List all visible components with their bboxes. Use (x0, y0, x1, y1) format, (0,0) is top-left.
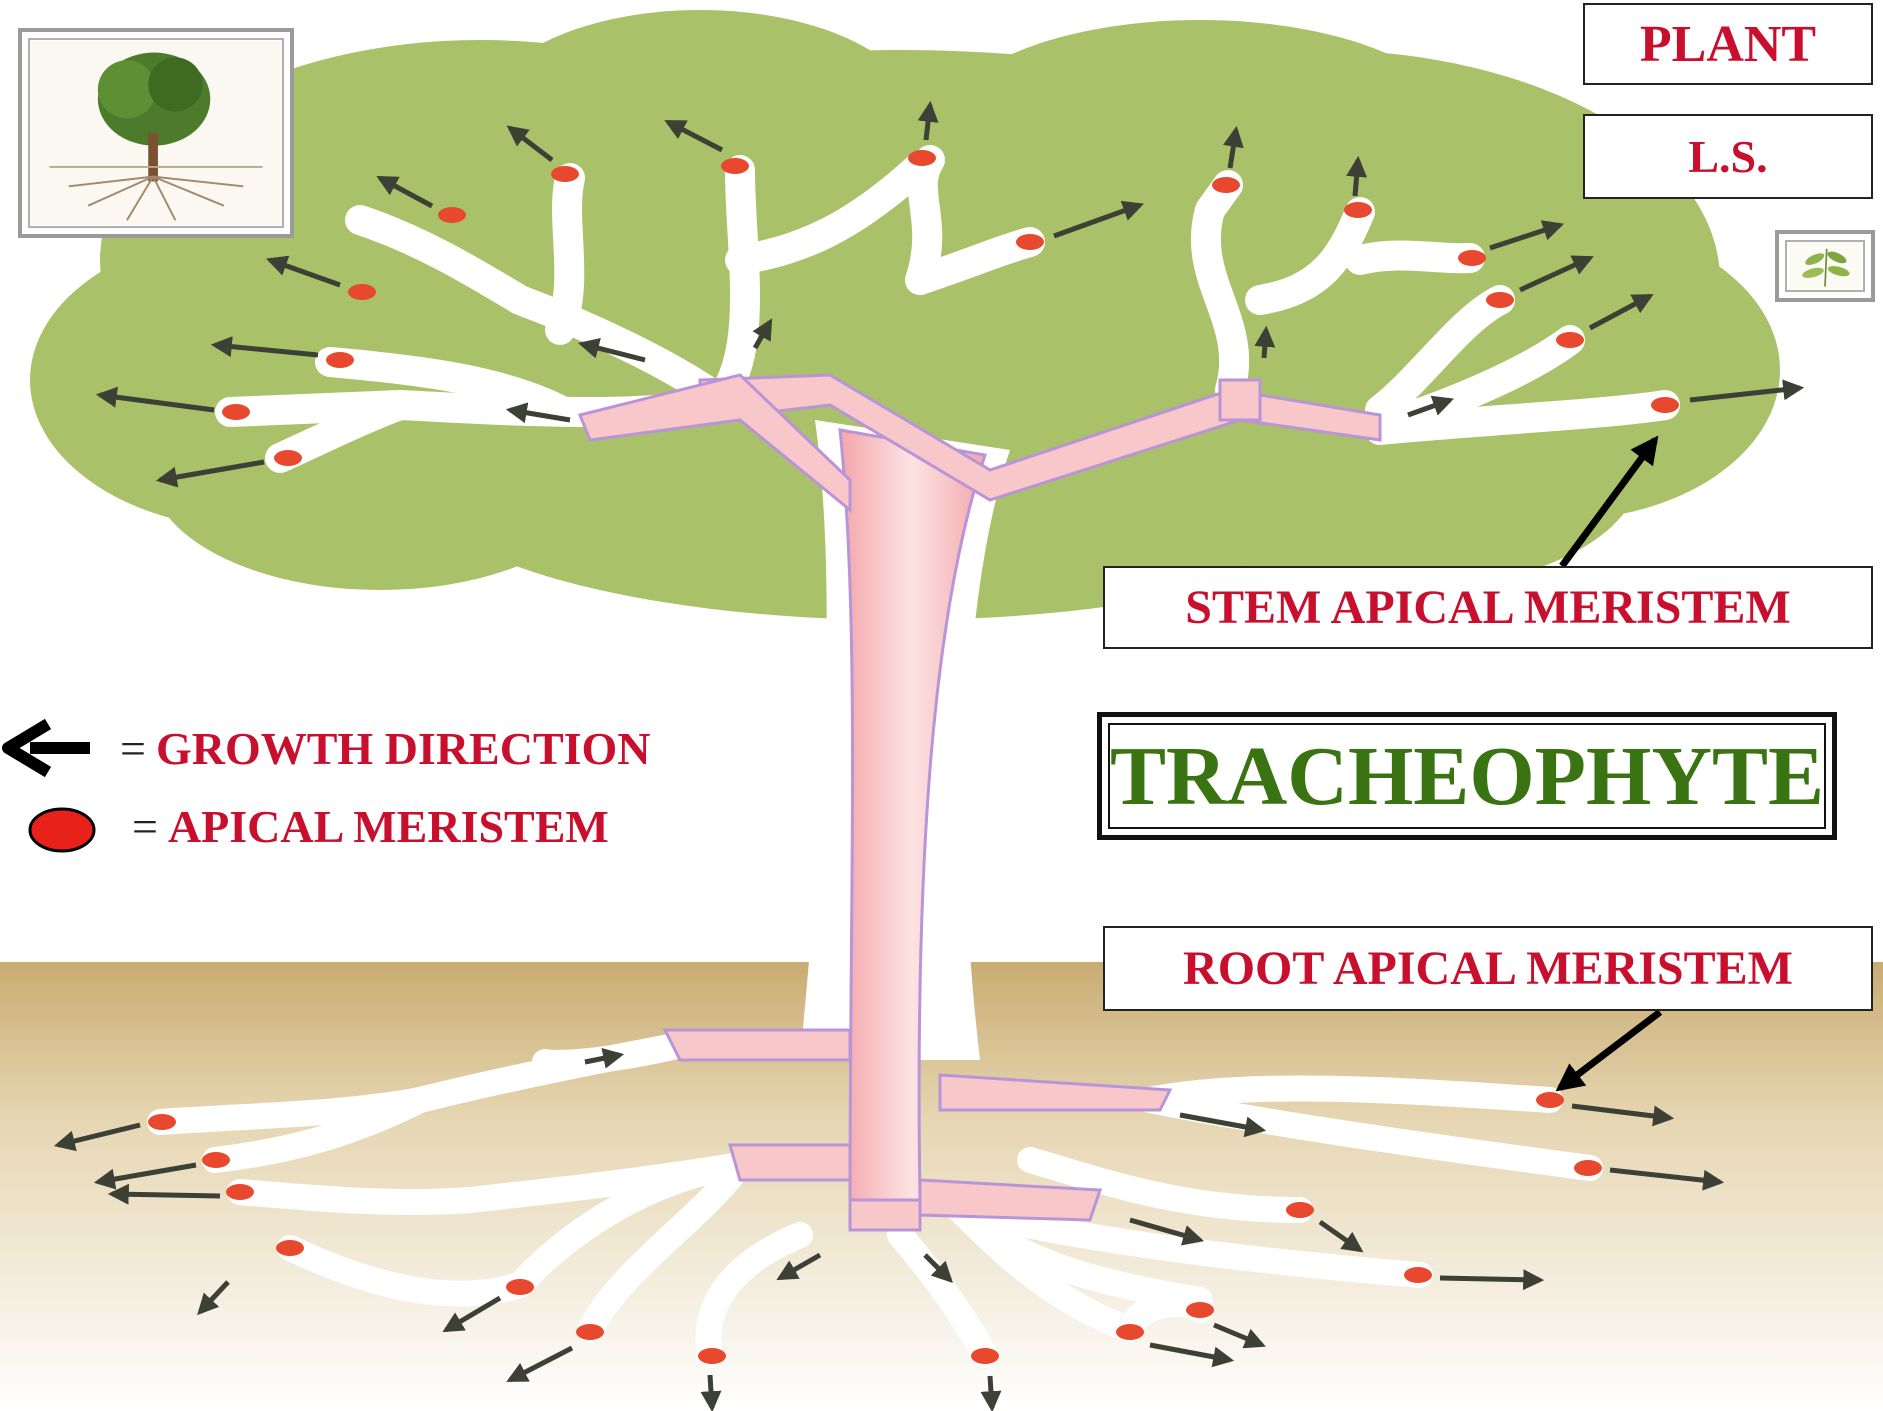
meristem-tip (1651, 397, 1679, 413)
meristem-tip (148, 1114, 176, 1130)
growth-direction-icon (8, 724, 90, 772)
meristem-tip (348, 284, 376, 300)
meristem-tip (1186, 1302, 1214, 1318)
meristem-tip (438, 207, 466, 223)
plant-thumbnail (1775, 230, 1875, 302)
meristem-tip (1458, 250, 1486, 266)
meristem-tip (274, 450, 302, 466)
meristem-tip (721, 158, 749, 174)
leafy-plant-icon (1787, 242, 1863, 290)
meristem-tip (1286, 1202, 1314, 1218)
meristem-tip (222, 404, 250, 420)
legend-equals: = (120, 723, 146, 774)
meristem-tip (576, 1324, 604, 1340)
root-apical-meristem-label: ROOT APICAL MERISTEM (1103, 926, 1873, 1011)
legend-apical-meristem: =APICAL MERISTEM (132, 800, 609, 853)
legend-growth-direction: =GROWTH DIRECTION (120, 722, 651, 775)
apical-meristem-icon (30, 809, 94, 851)
meristem-tip (1574, 1160, 1602, 1176)
legend-apical-label: APICAL MERISTEM (168, 801, 609, 852)
meristem-tip (551, 166, 579, 182)
meristem-tip (506, 1279, 534, 1295)
meristem-tip (226, 1184, 254, 1200)
meristem-tip (1556, 332, 1584, 348)
diagram-title: TRACHEOPHYTE (1108, 723, 1826, 829)
meristem-tip (698, 1348, 726, 1364)
meristem-tip (276, 1240, 304, 1256)
meristem-tip (1536, 1092, 1564, 1108)
meristem-tip (971, 1348, 999, 1364)
meristem-tip (1486, 292, 1514, 308)
tree-with-roots-icon (30, 40, 282, 226)
legend-growth-label: GROWTH DIRECTION (156, 723, 651, 774)
plant-label: PLANT (1583, 3, 1873, 85)
meristem-tip (1212, 177, 1240, 193)
title-frame: TRACHEOPHYTE (1097, 712, 1837, 840)
ls-label: L.S. (1583, 114, 1873, 199)
legend-equals: = (132, 801, 158, 852)
meristem-tip (326, 352, 354, 368)
meristem-tip (1116, 1324, 1144, 1340)
tree-thumbnail (18, 28, 294, 238)
stem-apical-meristem-label: STEM APICAL MERISTEM (1103, 566, 1873, 649)
meristem-tip (1404, 1267, 1432, 1283)
meristem-tip (1344, 202, 1372, 218)
meristem-tip (908, 150, 936, 166)
meristem-tip (1016, 234, 1044, 250)
meristem-tip (202, 1152, 230, 1168)
